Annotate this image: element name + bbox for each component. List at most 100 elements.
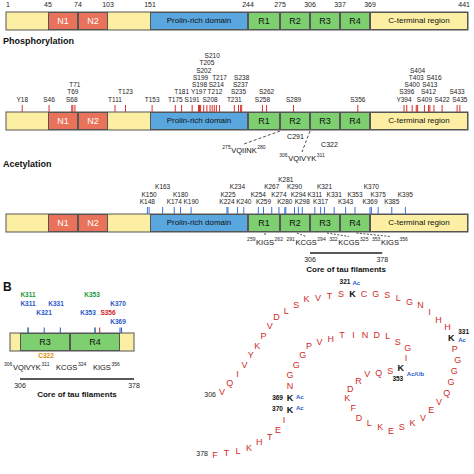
site-tick [357,105,358,112]
callout-label: Ac [458,337,466,343]
site-tick [174,207,175,214]
residue-letter: Q [226,379,233,388]
residue-letter: I [352,331,355,340]
callout-label: Ac [296,394,304,400]
site-tick [115,105,116,112]
residue-letter: F [212,451,218,460]
residue-letter: N [417,301,424,310]
residue-letter: H [256,438,263,447]
domain-box: R2 [280,214,310,232]
callout-label: Ac [296,405,304,411]
callout-label: 353 [392,376,403,383]
phospho-site: S191 [185,97,200,104]
position-number: 369 [364,1,376,8]
callout-label: 331 [458,329,469,336]
site-tick [294,207,295,214]
domain-name: N2 [87,17,99,26]
position-number: 441 [458,1,470,8]
residue-letter: Y [248,351,254,360]
site-tick [216,105,217,112]
domain-name: R3 [39,338,51,347]
residue-letter: E [275,426,281,435]
site-label: K311 [20,301,35,308]
repeat-motif: 259 [247,237,255,242]
residue-letter: L [396,294,401,303]
phospho-site: T403 [409,75,424,82]
site-tick [149,207,150,214]
domain-name: C-terminal region [388,117,449,125]
residue-letter: N [287,382,294,391]
acetyl-site: K343 [338,199,353,206]
phospho-site: S214 [209,82,224,89]
acetyl-site: K254 [251,192,266,199]
position-number: 275 [274,1,286,8]
residue-letter: G [372,290,379,299]
repeat-motif: 353 [372,237,380,242]
site-tick [238,105,239,112]
residue-letter: I [428,308,431,317]
phospho-site: T123 [118,89,133,96]
position-number: 337 [334,1,346,8]
domain-bar [6,112,468,130]
acetyl-site: K290 [287,184,302,191]
domain-name: R2 [289,219,301,228]
site-tick [206,105,207,112]
acetyl-site: K298 [295,199,310,206]
repeat-motif: KIGS [381,239,399,247]
residue-letter: K [409,419,415,428]
chain-guide [215,294,458,455]
acetyl-site: K163 [155,184,170,191]
residue-letter: Q [375,369,382,378]
acetyl-site: K331 [327,192,342,199]
site-tick [457,105,458,112]
phospho-site: S404 [410,68,425,75]
residue-letter: V [267,322,273,331]
leader-line [356,233,390,237]
site-tick [284,207,285,214]
domain-name: N2 [87,219,99,228]
phospho-site: T153 [145,97,160,104]
acetyl-site: K395 [398,192,413,199]
phospho-site: Y18 [16,97,28,104]
domain-box: C-terminal region [370,112,468,130]
residue-letter: F [350,404,356,413]
residue-letter: E [428,406,434,415]
cysteine-label: C322 [321,141,338,148]
repeat-motif: 294 [317,237,325,242]
phospho-site: S435 [452,97,467,104]
site-tick [121,328,122,334]
site-label: K353 [80,310,96,317]
residue-letter: T [267,433,273,442]
core-bracket [310,252,382,254]
residue-letter: G [286,371,293,380]
position-number: 103 [102,1,114,8]
residue-letter: T [339,331,345,340]
residue-letter: D [347,385,354,394]
site-tick [262,105,263,112]
residue-letter: D [356,414,363,423]
phospho-site: T212 [208,89,223,96]
phospho-site: S416 [426,75,441,82]
phospho-site: S262 [259,89,274,96]
phospho-site: T111 [108,97,122,104]
domain-name: R1 [258,17,270,26]
phospho-site: S396 [399,89,414,96]
site-tick [219,105,220,112]
site-tick [22,105,23,112]
site-tick [416,105,417,112]
phospho-site: S202 [196,68,211,75]
peptide-motif: KIGS [93,364,111,372]
site-tick [162,207,163,214]
phospho-site: S199 [193,75,208,82]
site-tick [72,105,73,112]
residue-letter: T [224,449,230,458]
callout-label: Ac/Ub [407,371,424,377]
site-label: K331 [48,301,64,308]
site-tick [412,105,413,112]
residue-letter: K [349,290,356,299]
domain-name: R4 [349,117,361,126]
residue-letter: K [287,394,294,403]
panel-letter: B [3,281,12,293]
acetyl-site: K224 [219,199,234,206]
domain-name: N1 [57,17,69,26]
